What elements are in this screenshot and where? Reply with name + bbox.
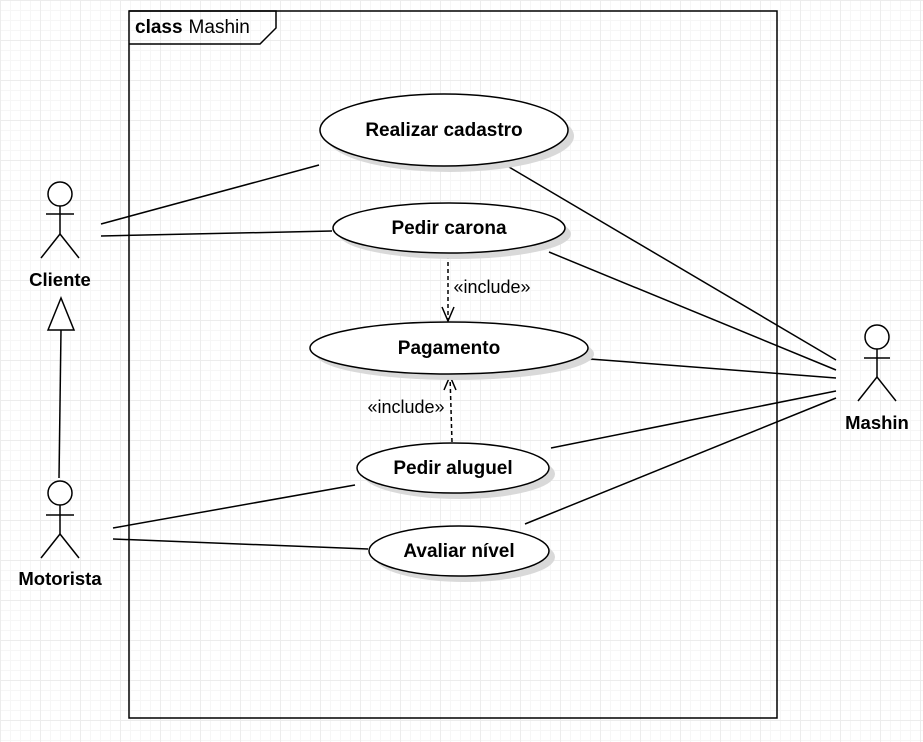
include-pedir-carona-pagamento[interactable]: «include» [441,255,531,323]
actor-legs [857,375,897,402]
use-case-label: Pedir carona [391,218,507,239]
use-case-ellipse [319,93,569,167]
system-frame[interactable]: class Mashin [128,10,778,719]
actor-cliente[interactable] [40,181,80,259]
actor-legs [40,232,80,259]
actor-motorista[interactable] [40,480,80,559]
use-case-label: Avaliar nível [403,541,514,562]
association-mashin-pagamento[interactable] [589,358,837,379]
use-case-pedir-aluguel[interactable]: Pedir aluguel [356,442,555,499]
association-cliente-realizar-cadastro[interactable] [100,164,320,225]
association-cliente-pedir-carona[interactable] [100,230,333,237]
frame-name: Mashin [189,17,250,38]
association-mashin-realizar-cadastro[interactable] [508,166,837,361]
generalization-arrowhead [46,296,76,331]
frame-title: class Mashin [135,17,250,38]
actor-label-motorista: Motorista [18,568,102,589]
include-pedir-aluguel-pagamento[interactable]: «include» [367,374,457,443]
include-label: «include» [367,397,444,417]
association-motorista-avaliar-nivel[interactable] [112,538,369,550]
actor-head [47,480,73,506]
frame-keyword: class [135,17,183,38]
generalization-motorista-cliente[interactable] [46,296,76,479]
include-arrowhead [441,306,455,323]
use-case-ellipse [332,202,566,254]
include-line [449,375,453,443]
use-case-ellipse [309,321,589,375]
include-label: «include» [453,277,530,297]
actor-mashin[interactable] [857,324,897,402]
use-case-label: Realizar cadastro [365,120,522,141]
frame-title-tab [129,10,277,45]
use-case-pedir-carona[interactable]: Pedir carona [332,202,571,259]
associations [100,164,837,550]
association-motorista-pedir-aluguel[interactable] [112,484,356,529]
actor-head [864,324,890,350]
use-case-ellipse [356,442,550,494]
association-mashin-pedir-carona[interactable] [548,251,837,371]
use-case-ellipse [368,525,550,577]
actor-label-mashin: Mashin [845,412,909,433]
actor-legs [40,532,80,559]
use-case-pagamento[interactable]: Pagamento [309,321,594,380]
use-case-realizar-cadastro[interactable]: Realizar cadastro [319,93,574,172]
frame-border [128,10,778,719]
actor-head [47,181,73,207]
use-case-avaliar-nivel[interactable]: Avaliar nível [368,525,555,582]
generalization-line [58,329,62,479]
use-case-label: Pedir aluguel [393,458,512,479]
use-case-label: Pagamento [398,338,500,359]
association-mashin-pedir-aluguel[interactable] [550,390,837,449]
association-mashin-avaliar-nivel[interactable] [524,397,837,525]
actor-label-cliente: Cliente [29,269,91,290]
